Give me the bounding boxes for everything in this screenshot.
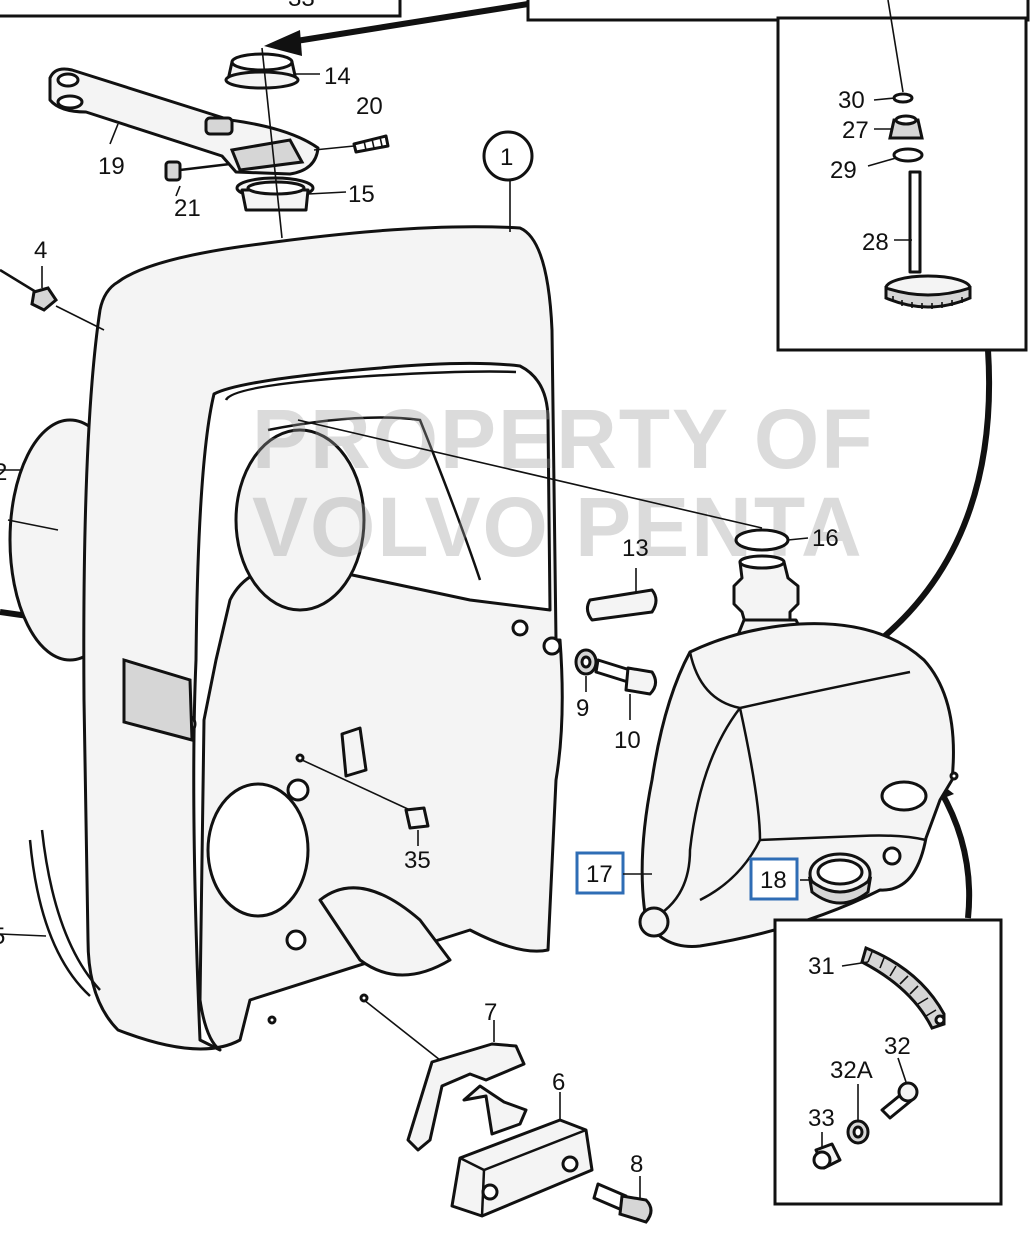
callout-21: 21: [174, 195, 201, 222]
callout-29: 29: [830, 157, 857, 184]
callout-18: 18: [760, 867, 787, 894]
callout-35: 35: [404, 847, 431, 874]
callout-13: 13: [622, 535, 649, 562]
screw-35: 35: [301, 759, 431, 874]
callout-6: 6: [552, 1069, 565, 1096]
callout-18-box: 18: [749, 857, 799, 901]
callout-17: 17: [586, 861, 613, 888]
callout-8: 8: [630, 1151, 643, 1178]
callout-20: 20: [356, 93, 383, 120]
ring-18: [800, 852, 873, 905]
mounting-bracket-assembly: 7 6 8: [363, 999, 653, 1224]
callout-30: 30: [838, 87, 865, 114]
callout-32: 32: [884, 1033, 911, 1060]
callout-27: 27: [842, 117, 869, 144]
callout-28: 28: [862, 229, 889, 256]
callout-1-circle: 1: [482, 130, 534, 182]
callout-32a: 32A: [830, 1057, 873, 1084]
bolt-4: 4: [0, 237, 105, 331]
callout-1: 1: [500, 144, 513, 171]
callout-17-box: 17: [575, 851, 652, 895]
callout-4: 4: [34, 237, 47, 264]
inset-box-segment-gear: 31 32 32A 33: [773, 918, 1003, 1206]
cover-17: [638, 554, 959, 948]
callout-14: 14: [324, 63, 351, 90]
top-left-detail-box: 33: [0, 0, 402, 18]
callout-33: 33: [808, 1105, 835, 1132]
callout-9: 9: [576, 695, 589, 722]
callout-7: 7: [484, 999, 497, 1026]
steering-arm-assembly: 14 20 15 19 21: [48, 47, 390, 239]
callout-16: 16: [812, 525, 839, 552]
inset-box-shaft-gear: 30 27 29 28: [526, 0, 1030, 352]
partial-callout-label: 33: [288, 0, 315, 12]
svg-text:PROPERTY OF: PROPERTY OF: [252, 392, 875, 486]
small-parts-right-of-housing: 16 13 9 10: [297, 419, 839, 754]
callout-19: 19: [98, 153, 125, 180]
callout-5: 5: [0, 923, 5, 950]
callout-10: 10: [614, 727, 641, 754]
main-housing: 2 5: [0, 180, 564, 1052]
callout-31: 31: [808, 953, 835, 980]
callout-15: 15: [348, 181, 375, 208]
callout-2: 2: [0, 459, 7, 486]
